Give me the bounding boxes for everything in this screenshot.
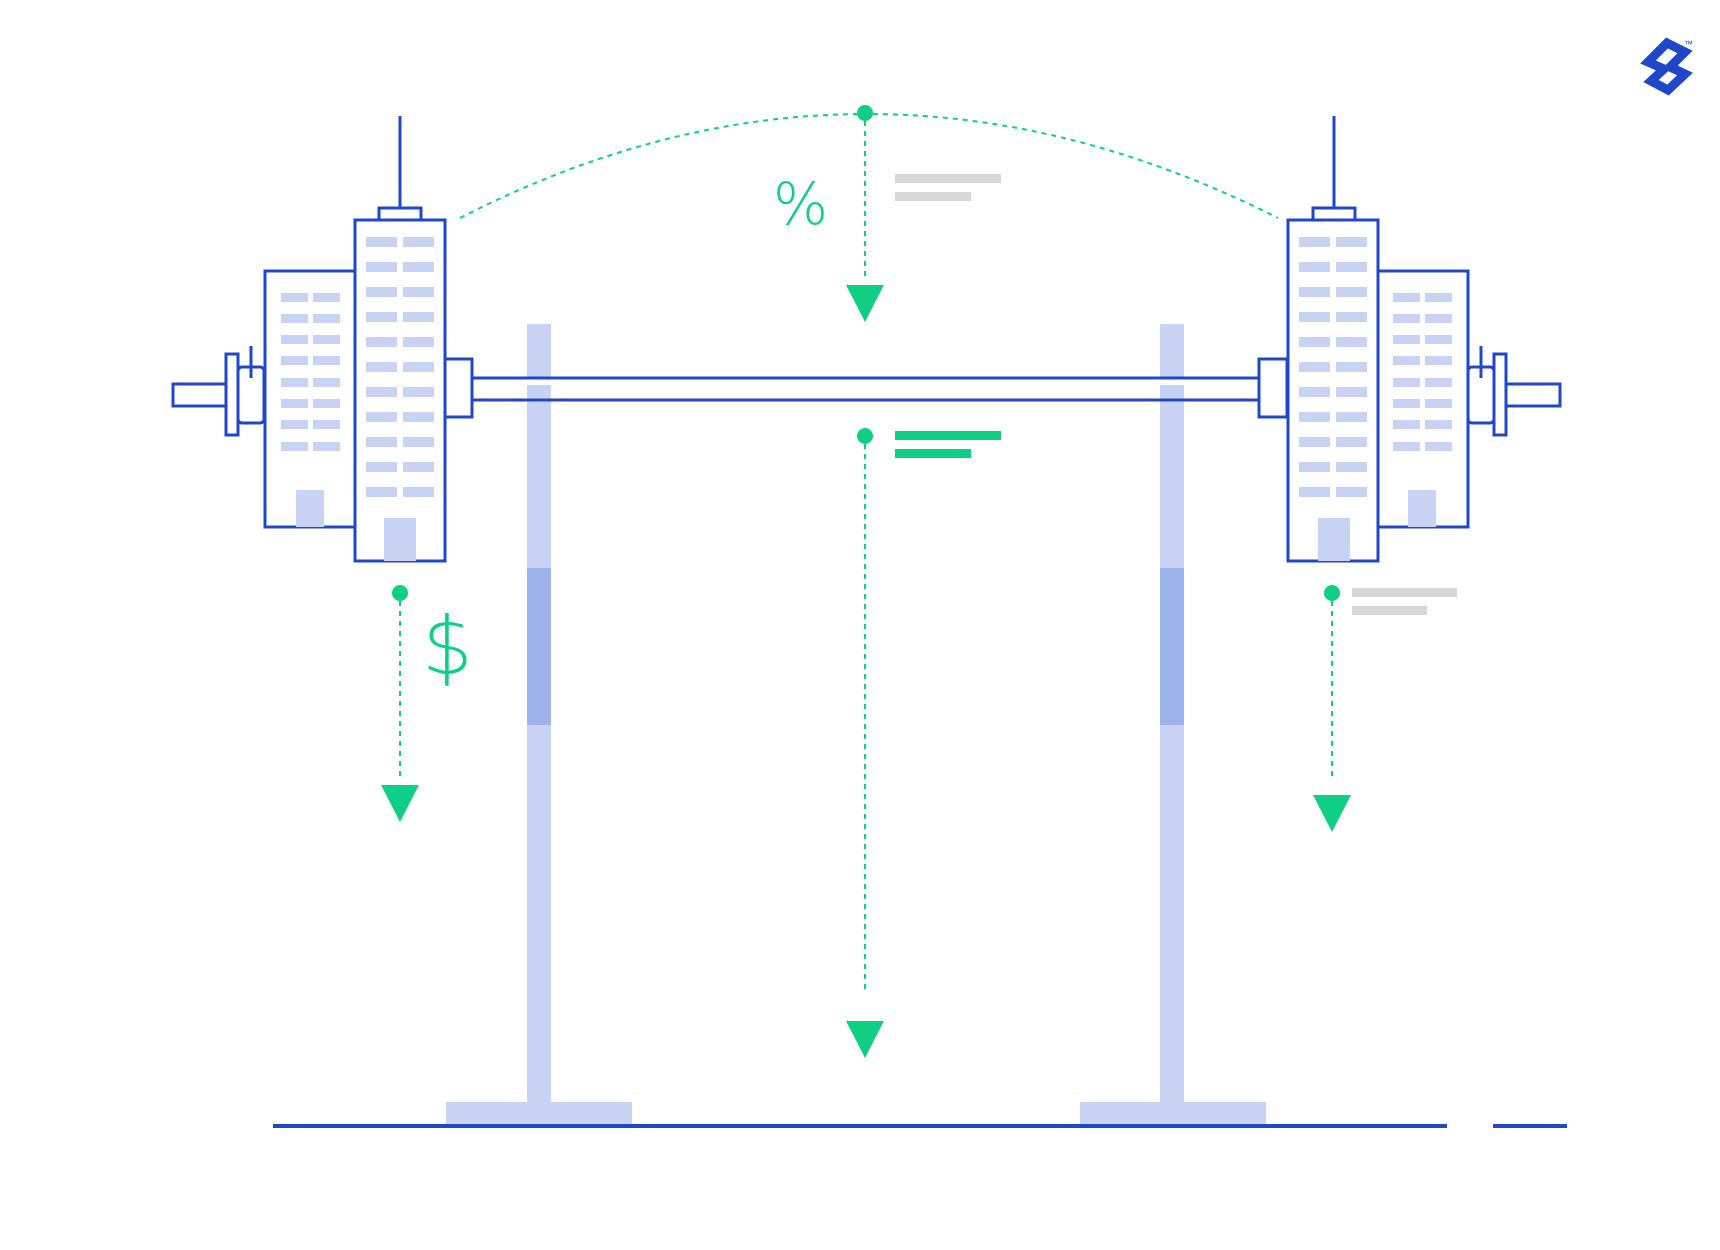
left-short-building <box>263 269 357 529</box>
barbell-bar <box>470 376 1261 419</box>
left-post-highlight <box>527 568 551 725</box>
down-triangle-icon <box>846 285 884 322</box>
logo: ™ <box>1640 37 1693 96</box>
right-bar-sleeve <box>1257 357 1289 419</box>
bar-post-overlap-right <box>1160 385 1184 419</box>
down-triangle-icon <box>381 785 419 822</box>
left-bar-sleeve <box>442 357 474 419</box>
right-tall-windows <box>1299 237 1367 497</box>
percent-arc <box>459 113 1279 219</box>
left-short-door <box>296 490 324 527</box>
down-triangle-icon <box>846 1021 884 1058</box>
right-annotation <box>1313 585 1457 832</box>
trademark-symbol: ™ <box>1684 39 1693 49</box>
right-collar-outer <box>1492 352 1508 437</box>
center-annotation <box>846 428 1001 1058</box>
right-short-building <box>1376 269 1470 529</box>
right-post-lower <box>1160 725 1184 1125</box>
center-placeholder-line-2 <box>895 449 971 458</box>
left-post <box>446 324 632 1126</box>
right-roof-cap <box>1311 206 1357 222</box>
left-end-cap <box>171 382 229 408</box>
percent-annotation: % <box>773 121 1001 322</box>
right-placeholder-line-1 <box>1352 588 1457 597</box>
percent-symbol: % <box>773 170 828 238</box>
left-roof-cap <box>377 206 423 222</box>
right-placeholder-line-2 <box>1352 606 1427 615</box>
left-post-lower <box>527 725 551 1125</box>
right-tall-door <box>1318 518 1350 561</box>
right-building-group <box>1257 116 1562 563</box>
right-short-door <box>1408 490 1436 527</box>
left-collar-outer <box>224 352 240 437</box>
percent-placeholder-line-2 <box>895 192 971 201</box>
toptal-logo-icon <box>1640 37 1693 96</box>
right-post-highlight <box>1160 568 1184 725</box>
right-short-windows <box>1393 293 1452 451</box>
right-post-upper <box>1160 324 1184 568</box>
dollar-symbol: $ <box>422 600 473 693</box>
dollar-dot <box>392 585 408 601</box>
bar <box>470 376 1261 402</box>
right-end-cap <box>1504 382 1562 408</box>
arc-top-dot <box>857 105 873 121</box>
left-post-base <box>446 1102 632 1126</box>
right-post-base <box>1080 1102 1266 1126</box>
right-post <box>1080 324 1266 1126</box>
down-triangle-icon <box>1313 795 1351 832</box>
left-tall-door <box>384 518 416 561</box>
left-building-group <box>171 116 474 563</box>
left-tall-windows <box>366 237 434 497</box>
center-placeholder-line-1 <box>895 431 1001 440</box>
left-post-upper <box>527 324 551 568</box>
left-short-windows <box>281 293 340 451</box>
bar-post-overlap-left <box>527 385 551 419</box>
center-dot <box>857 428 873 444</box>
dollar-annotation: $ <box>381 585 473 822</box>
percent-placeholder-line-1 <box>895 174 1001 183</box>
right-dot <box>1324 585 1340 601</box>
